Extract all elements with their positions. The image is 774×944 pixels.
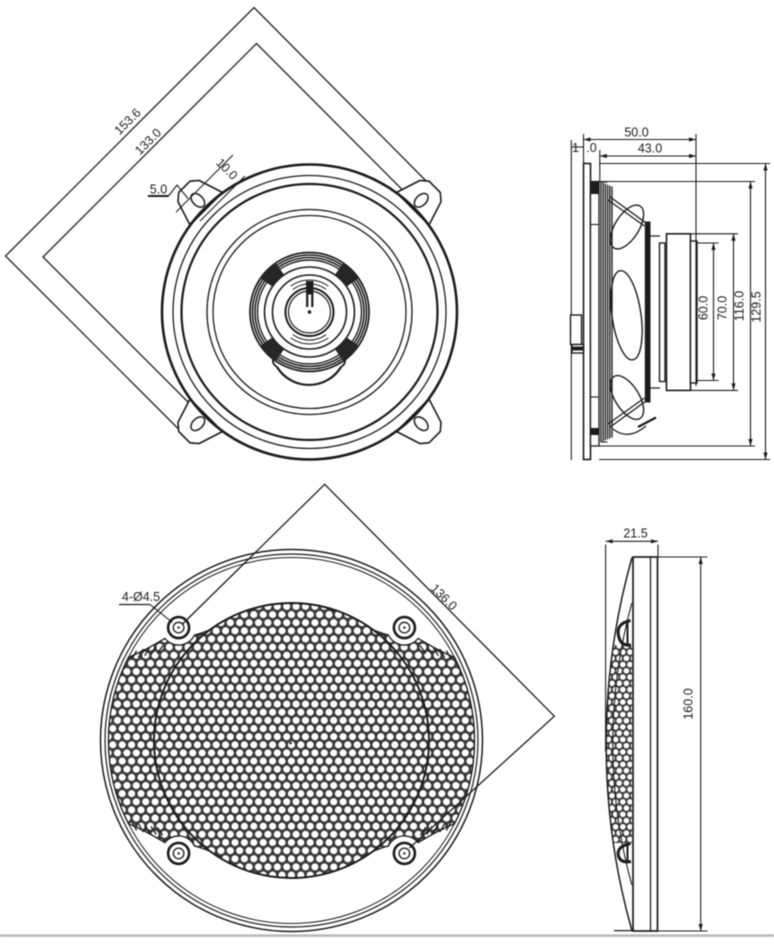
svg-text:1: 1 — [572, 141, 579, 155]
svg-text:116.0: 116.0 — [733, 291, 747, 321]
svg-text:4-Ø4.5: 4-Ø4.5 — [122, 590, 160, 604]
svg-text:160.0: 160.0 — [682, 688, 696, 719]
svg-text:.0: .0 — [586, 141, 596, 155]
svg-text:50.0: 50.0 — [624, 126, 648, 140]
svg-text:60.0: 60.0 — [697, 296, 711, 320]
svg-text:21.5: 21.5 — [623, 527, 647, 541]
svg-text:5.0: 5.0 — [150, 183, 167, 197]
svg-text:70.0: 70.0 — [716, 296, 730, 320]
svg-text:43.0: 43.0 — [638, 142, 662, 156]
svg-text:129.5: 129.5 — [750, 291, 764, 322]
